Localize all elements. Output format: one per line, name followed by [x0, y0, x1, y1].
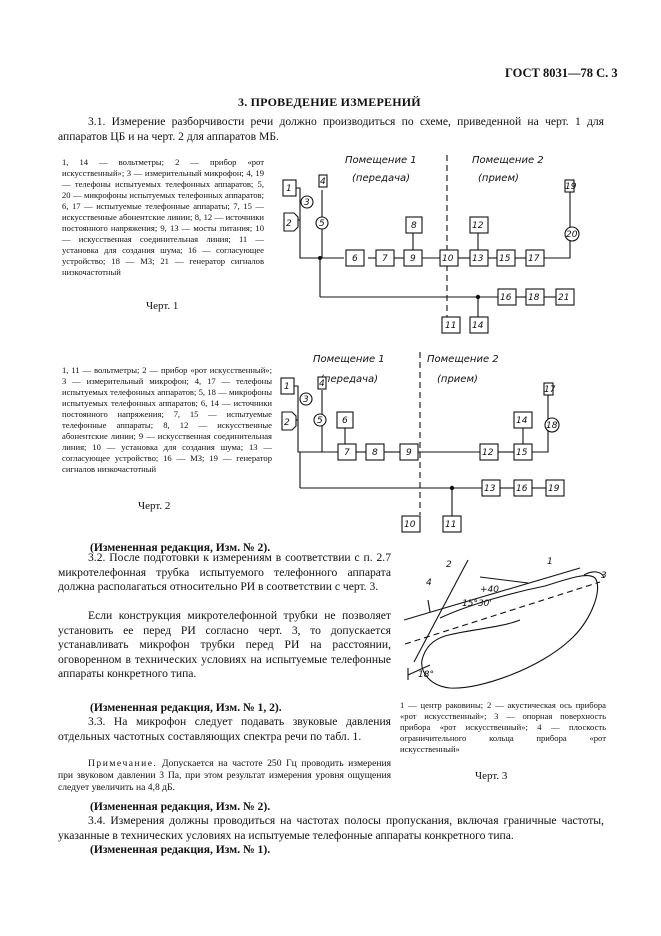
svg-text:7: 7 [344, 448, 350, 458]
paragraph-3-2-b: Если конструкция микротелефонной трубки … [58, 609, 391, 681]
svg-text:17: 17 [528, 254, 540, 264]
fig3-label-4: 4 [426, 578, 432, 588]
fig3-angle-2: 18° [418, 670, 434, 680]
edit-note-2: (Измененная редакция, Изм. № 1, 2). [90, 701, 282, 714]
room-2-label: Помещение 2 [472, 155, 544, 166]
diag1-box-6 [345, 249, 365, 267]
svg-text:(передача): (передача) [320, 374, 378, 385]
svg-text:1: 1 [286, 184, 292, 194]
svg-text:19: 19 [548, 484, 560, 494]
svg-text:6: 6 [352, 254, 358, 264]
svg-text:6: 6 [342, 416, 348, 426]
diag1-box-11 [441, 316, 461, 334]
svg-text:7: 7 [382, 254, 388, 264]
note: Примечание. Допускается на частоте 250 Г… [58, 758, 391, 795]
paragraph-3-1: 3.1. Измерение разборчивости речи должно… [58, 115, 604, 143]
fig3-label-2: 2 [446, 560, 452, 570]
svg-text:1: 1 [284, 382, 290, 392]
page-header: ГОСТ 8031—78 С. 3 [505, 66, 618, 80]
edit-note-4: (Измененная редакция, Изм. № 1). [90, 843, 271, 856]
svg-text:17: 17 [544, 385, 556, 395]
diag1-artificial-mouth-2 [283, 212, 299, 232]
svg-text:4: 4 [319, 379, 325, 389]
svg-text:11: 11 [445, 520, 456, 530]
diag1-box-21 [555, 288, 575, 306]
diag1-box-10 [439, 249, 459, 267]
svg-text:13: 13 [484, 484, 496, 494]
svg-text:8: 8 [372, 448, 378, 458]
fig3-label-1: 1 [547, 557, 553, 567]
diag1-phone-19 [564, 179, 575, 193]
diag1-box-18 [525, 288, 545, 306]
diag1-box-17 [525, 249, 545, 267]
legend-figure-2: 1, 11 — вольтметры; 2 — прибор «рот иску… [62, 365, 272, 474]
note-text: Допускается на частоте 250 Гц проводить … [58, 758, 392, 794]
edit-note-3: (Измененная редакция, Изм. № 2). [90, 800, 271, 813]
fig3-angle-1: 15°30' [462, 599, 492, 609]
diag1-box-9 [403, 249, 423, 267]
svg-text:16: 16 [516, 484, 528, 494]
svg-text:14: 14 [516, 416, 528, 426]
svg-text:13: 13 [472, 254, 484, 264]
diag1-voltmeter-1 [282, 179, 297, 197]
note-label: Примечание. [88, 758, 158, 769]
svg-text:15: 15 [499, 254, 511, 264]
svg-text:9: 9 [410, 254, 416, 264]
svg-text:16: 16 [500, 293, 512, 303]
diag1-microphone-3 [300, 195, 314, 209]
svg-text:12: 12 [482, 448, 494, 458]
svg-text:11: 11 [445, 321, 456, 331]
diag1-box-16 [497, 288, 517, 306]
diag1-microphone-5 [315, 216, 329, 230]
edit-note-1: (Измененная редакция, Изм. № 2). [90, 541, 271, 554]
room-2-sub: (прием) [478, 173, 519, 184]
room-1-label: Помещение 1 [345, 155, 417, 166]
diag1-box-8 [405, 216, 423, 234]
svg-text:18: 18 [528, 293, 540, 303]
svg-text:9: 9 [406, 448, 412, 458]
svg-text:21: 21 [558, 293, 569, 303]
caption-figure-3: Черт. 3 [475, 770, 508, 782]
svg-text:8: 8 [411, 221, 417, 231]
paragraph-3-4: 3.4. Измерения должны проводиться на час… [58, 814, 604, 842]
legend-figure-1: 1, 14 — вольтметры; 2 — прибор «рот иску… [62, 157, 264, 277]
caption-figure-2: Черт. 2 [138, 500, 171, 512]
legend-figure-3: 1 — центр раковины; 2 — акустическая ось… [400, 700, 606, 754]
diag1-phone-4 [318, 174, 328, 188]
caption-figure-1: Черт. 1 [146, 300, 179, 312]
svg-text:5: 5 [317, 416, 323, 426]
svg-text:19: 19 [565, 182, 577, 192]
svg-text:10: 10 [404, 520, 416, 530]
svg-text:18: 18 [546, 421, 558, 431]
fig3-dim: +40 [480, 585, 499, 595]
svg-text:3: 3 [304, 198, 310, 208]
svg-text:2: 2 [286, 219, 292, 229]
svg-text:10: 10 [442, 254, 454, 264]
svg-text:(прием): (прием) [437, 374, 478, 385]
svg-text:4: 4 [320, 177, 326, 187]
paragraph-3-2: 3.2. После подготовки к измерениям в соо… [58, 551, 391, 594]
svg-text:15: 15 [516, 448, 528, 458]
room-1-sub: (передача) [352, 173, 410, 184]
diag1-microphone-20 [564, 226, 580, 242]
svg-text:Помещение 1: Помещение 1 [313, 354, 385, 365]
diag1-box-7 [375, 249, 395, 267]
diag1-box-14 [469, 316, 489, 334]
diag1-box-12 [469, 216, 489, 234]
diag1-box-15 [496, 249, 516, 267]
svg-text:5: 5 [319, 219, 325, 229]
paragraph-3-3: 3.3. На микрофон следует подавать звуков… [58, 715, 391, 743]
svg-text:3: 3 [303, 395, 309, 405]
svg-text:Помещение 2: Помещение 2 [427, 354, 499, 365]
fig3-label-3: 3 [601, 571, 607, 581]
svg-text:14: 14 [472, 321, 484, 331]
section-title: 3. ПРОВЕДЕНИЕ ИЗМЕРЕНИЙ [238, 95, 421, 109]
svg-text:20: 20 [566, 230, 578, 240]
svg-text:12: 12 [472, 221, 484, 231]
svg-text:2: 2 [284, 418, 290, 428]
diag1-box-13 [469, 249, 489, 267]
